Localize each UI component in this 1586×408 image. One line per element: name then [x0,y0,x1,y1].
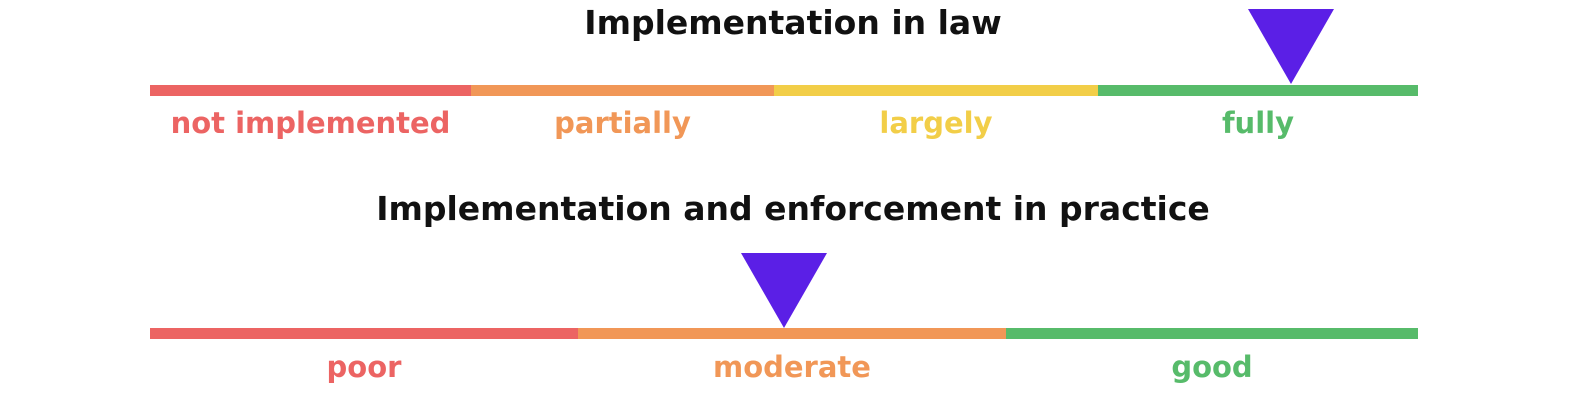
practice-segment-good [1006,328,1418,339]
law-label-largely: largely [879,106,993,140]
law-segment-partially [471,85,774,96]
practice-segment-moderate [577,328,1006,339]
law-rating-marker-icon [1248,9,1335,84]
law-segment-largely [773,85,1098,96]
law-scale-title: Implementation in law [584,3,1002,42]
practice-label-good: good [1171,350,1253,384]
practice-rating-marker-icon [741,253,827,328]
law-label-not-implemented: not implemented [170,106,451,140]
practice-segment-poor [150,328,578,339]
practice-label-poor: poor [326,350,402,384]
practice-label-moderate: moderate [712,350,871,384]
law-label-partially: partially [554,106,691,140]
law-segment-fully [1097,85,1418,96]
law-segment-not-implemented [150,85,472,96]
law-label-fully: fully [1221,106,1294,140]
practice-scale-title: Implementation and enforcement in practi… [376,189,1210,228]
practice-scale-bar [150,328,1418,339]
law-scale-bar [150,85,1418,96]
